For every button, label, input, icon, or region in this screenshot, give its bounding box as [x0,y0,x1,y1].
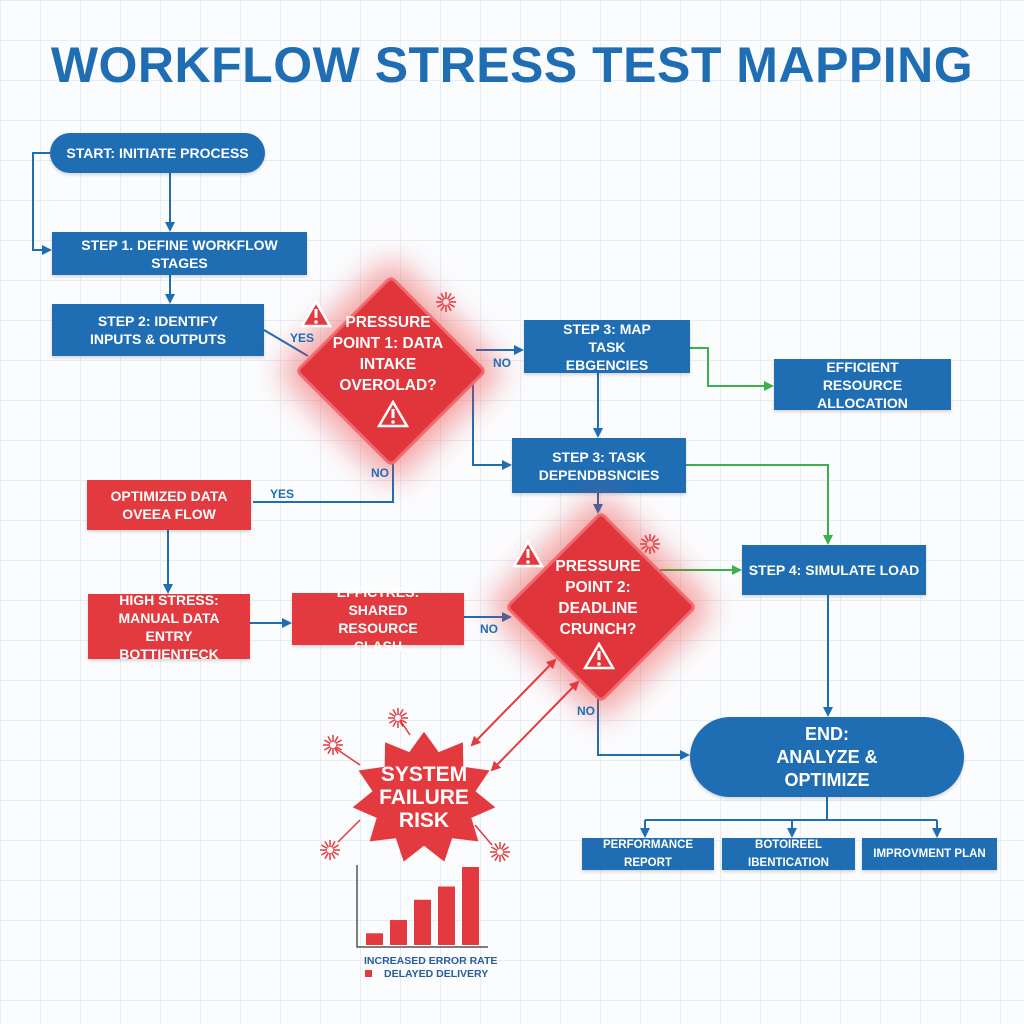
edge-label-no: NO [577,704,595,718]
step4-node[interactable]: STEP 4: SIMULATE LOAD [742,545,926,595]
edge-p1-step3task [472,378,512,470]
edge-start-loop [32,152,52,255]
edge-label-no: NO [493,356,511,370]
system-failure-label: SYSTEM FAILURE RISK [379,763,469,832]
chart-bar [366,933,383,945]
system-failure-starburst[interactable] [300,700,540,880]
edge-p2-end [597,688,690,760]
edge-label-yes: YES [270,487,295,501]
output-performance-report[interactable]: PERFORMANCE REPORT [582,838,714,870]
legend-swatch [365,970,372,977]
pressure-point-2-label: PRESSURE POINT 2: DEADLINE CRUNCH? [555,558,641,638]
start-node[interactable]: START: INITIATE PROCESS [50,133,265,173]
output-bottleneck-identification[interactable]: BOTOIREEL IBENTICATION [722,838,855,870]
edge-label-no: NO [371,466,389,480]
chart-bar [438,886,455,945]
burst-icon [323,735,343,755]
step3-map-node[interactable]: STEP 3: MAP TASK EBGENCIES [524,320,690,373]
burst-icon [320,840,340,860]
edge-label-yes: YES [290,331,315,345]
legend-delayed-delivery: DELAYED DELIVERY [384,968,489,980]
warning-icon [512,540,544,568]
edge-step2-p1 [263,329,309,357]
edge-end-outputs [645,797,937,821]
resource-clash-node[interactable]: EFFICTRES: SHARED RESOURCE CLASH [292,584,464,654]
efficient-allocation-node[interactable]: EFFICIENT RESOURCE ALLOCATION [774,359,951,411]
step2-node[interactable]: STEP 2: IDENTIFY INPUTS & OUTPUTS [52,304,264,356]
edge-failure-p2-b [490,680,580,772]
warning-icon [377,400,409,428]
warning-icon [300,300,332,328]
step1-node[interactable]: STEP 1. DEFINE WORKFLOW STAGES [52,232,307,275]
chart-bar [390,920,407,945]
warning-icon [583,642,615,670]
chart-axis [356,865,488,948]
error-rate-chart [356,865,488,948]
optimized-flow-node[interactable]: OPTIMIZED DATA OVEEA FLOW [87,480,251,530]
burst-icon [436,292,456,312]
step3-task-node[interactable]: STEP 3: TASK DEPENDBSNCIES [512,438,686,493]
high-stress-node[interactable]: HIGH STRESS: MANUAL DATA ENTRY BOTTIENTE… [88,592,250,662]
legend-error-rate: INCREASED ERROR RATE [364,955,498,967]
edge-p1-optimized [253,456,394,503]
edge-label-no: NO [480,622,498,636]
burst-icon [640,534,660,554]
pressure-point-1-label: PRESSURE POINT 1: DATA INTAKE OVEROLAD? [332,314,444,394]
edge-step3task-step4 [686,464,833,545]
output-improvement-plan[interactable]: IMPROVMENT PLAN [862,838,997,870]
chart-bar [462,867,479,945]
chart-bar [414,899,431,945]
edge-step3map-efficient [690,347,774,391]
burst-icon [490,842,510,862]
page-title: WORKFLOW STRESS TEST MAPPING [50,37,974,93]
burst-icon [388,708,408,728]
end-node[interactable]: END: ANALYZE & OPTIMIZE [690,717,964,797]
